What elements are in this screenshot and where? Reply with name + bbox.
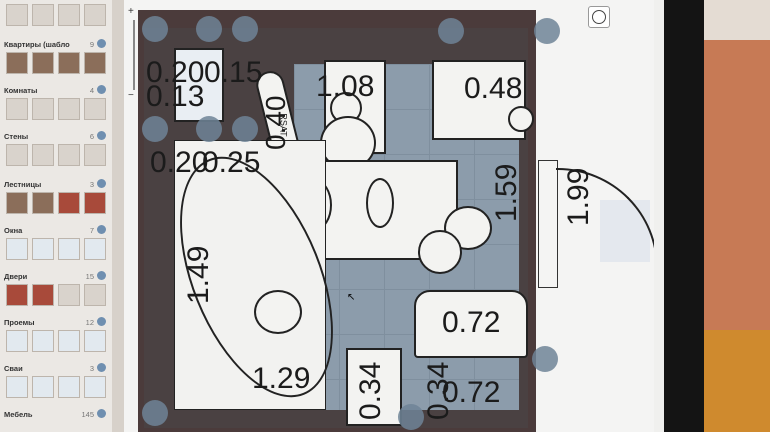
object-library-sidebar: Квартиры (шабло 9 Комнаты 4 Стены 6 Лест… [0,0,113,432]
top-thumbnails[interactable] [6,4,106,26]
walls-thumbnails[interactable] [6,144,106,166]
category-count: 4 [89,86,94,95]
zoom-track [133,20,135,90]
dimension-label: 1.59 [490,163,523,222]
background-room [704,0,770,432]
category-count: 3 [89,180,94,189]
dimension-label: 0.40 [260,95,291,151]
category-stairs[interactable]: Лестницы 3 [4,179,108,189]
category-count: 9 [89,40,94,49]
rooms-thumbnails[interactable] [6,98,106,120]
resize-handle[interactable] [438,18,464,44]
dimension-label: 0.72 [442,306,501,339]
category-label: Сваи [4,364,23,373]
category-label: Комнаты [4,86,38,95]
doors-thumbnails[interactable] [6,284,106,306]
zoom-slider[interactable]: + − [128,6,142,102]
category-apartments[interactable]: Квартиры (шабло 9 [4,39,108,49]
expand-arrow-icon[interactable] [97,131,106,140]
stairs-thumbnails[interactable] [6,192,106,214]
category-furniture[interactable]: Мебель 145 [4,409,108,419]
resize-handle[interactable] [532,346,558,372]
category-label: Проемы [4,318,35,327]
background-shelf [704,330,770,432]
tap-icon [508,106,534,132]
category-label: Лестницы [4,180,42,189]
canvas-margin [654,0,664,432]
category-count: 3 [89,364,94,373]
category-walls[interactable]: Стены 6 [4,131,108,141]
person-body-2 [418,230,462,274]
plan-canvas[interactable]: RSAT [124,0,664,432]
sidebar-splitter[interactable] [112,0,124,432]
dimension-label: 0.20 [146,56,205,89]
resize-handle[interactable] [142,116,168,142]
dimension-label: 0.20 [150,146,209,179]
category-windows[interactable]: Окна 7 [4,225,108,235]
person-arm-right [366,178,394,228]
expand-arrow-icon[interactable] [97,363,106,372]
dimension-label: 1.29 [252,362,311,395]
category-count: 145 [81,410,94,419]
dimension-label: 0.15 [204,56,263,89]
category-openings[interactable]: Проемы 12 [4,317,108,327]
resize-handle[interactable] [142,400,168,426]
dimension-label: 1.49 [182,245,215,304]
category-piles[interactable]: Сваи 3 [4,363,108,373]
dimension-label: 0.25 [202,146,261,179]
dimension-label: 0.13 [146,80,205,113]
category-count: 6 [89,132,94,141]
background-wall [704,0,770,40]
expand-arrow-icon[interactable] [97,225,106,234]
dimension-label: 1.08 [316,70,375,103]
partition-wall[interactable] [538,160,558,288]
category-count: 15 [85,272,94,281]
category-count: 7 [89,226,94,235]
cabinet-top-left[interactable] [174,48,224,122]
windows-thumbnails[interactable] [6,238,106,260]
category-count: 12 [85,318,94,327]
resize-handle[interactable] [232,16,258,42]
expand-arrow-icon[interactable] [97,317,106,326]
expand-arrow-icon[interactable] [97,271,106,280]
monitor-bezel [664,0,704,432]
washbasin-bottom[interactable] [414,290,528,358]
bathtub-area[interactable] [174,140,326,410]
zoom-in-button[interactable]: + [128,6,134,17]
apartments-thumbnails[interactable] [6,52,106,74]
expand-arrow-icon[interactable] [97,179,106,188]
expand-arrow-icon[interactable] [97,85,106,94]
dimension-label: 0.48 [464,72,523,105]
piles-thumbnails[interactable] [6,376,106,398]
dimension-label: 0.72 [442,376,501,409]
category-label: Стены [4,132,29,141]
expand-arrow-icon[interactable] [97,39,106,48]
category-label: Двери [4,272,28,281]
category-rooms[interactable]: Комнаты 4 [4,85,108,95]
resize-handle[interactable] [196,16,222,42]
cabinet-bottom[interactable] [346,348,402,426]
person-head-3 [254,290,302,334]
expand-arrow-icon[interactable] [97,409,106,418]
resize-handle[interactable] [196,116,222,142]
category-doors[interactable]: Двери 15 [4,271,108,281]
dimension-label: 1.99 [562,167,595,226]
resize-handle[interactable] [398,404,424,430]
category-label: Мебель [4,410,33,419]
resize-handle[interactable] [534,18,560,44]
openings-thumbnails[interactable] [6,330,106,352]
compass-icon [592,10,606,24]
resize-handle[interactable] [142,16,168,42]
dimension-label: 0.34 [354,361,387,420]
zoom-out-button[interactable]: − [128,90,134,101]
view-toggle-button[interactable] [588,6,610,28]
resize-handle[interactable] [232,116,258,142]
category-label: Квартиры (шабло [4,40,70,49]
category-label: Окна [4,226,23,235]
mouse-cursor-icon: ↖ [347,292,356,303]
